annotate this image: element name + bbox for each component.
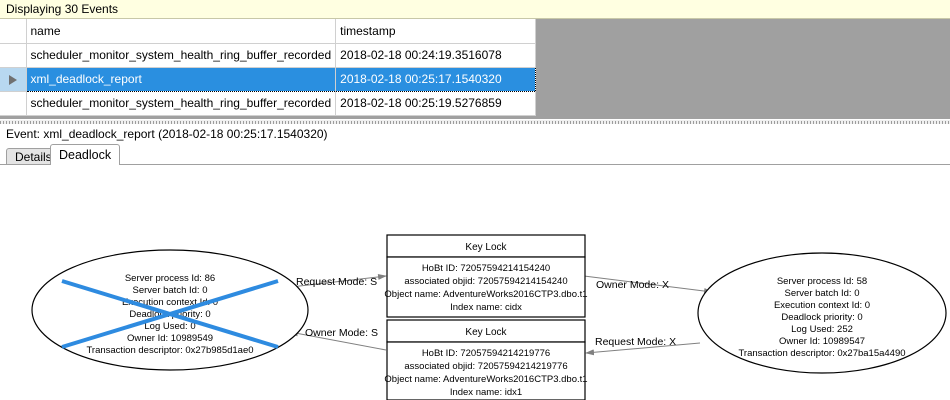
column-header-selector [0,19,27,44]
key-lock-bottom-body-box[interactable] [386,341,586,400]
surviving-line-4: Log Used: 252 [791,324,853,335]
row-selector-cell[interactable] [0,67,27,92]
cell-timestamp[interactable]: 2018-02-18 00:25:19.5276859 [335,91,537,116]
detail-tabstrip: Details Deadlock [0,143,950,165]
table-row[interactable]: xml_deadlock_report 2018-02-18 00:25:17.… [0,66,537,92]
key-lock-bottom-header: Key Lock [465,327,507,338]
splitter-grip-icon [0,121,950,124]
key-lock-bottom-line-3: Index name: idx1 [450,387,522,398]
surviving-line-5: Owner Id: 10989547 [779,336,865,347]
table-row[interactable]: scheduler_monitor_system_health_ring_buf… [0,43,537,68]
surviving-line-6: Transaction descriptor: 0x27ba15a4490 [738,348,905,359]
victim-line-0: Server process Id: 86 [125,273,215,284]
grid-header-row: name timestamp [0,19,537,44]
status-bar: Displaying 30 Events [0,0,950,19]
edge-right-owner: Owner Mode: X [583,275,713,294]
key-lock-top-line-0: HoBt ID: 72057594214154240 [422,263,550,274]
deadlock-graph-canvas[interactable]: Request Mode: S Owner Mode: X Owner Mode… [0,164,950,400]
victim-cross-icon [61,279,279,349]
column-header-name[interactable]: name [26,19,337,44]
victim-line-6: Transaction descriptor: 0x27b985d1ae0 [86,345,253,356]
key-lock-top-header: Key Lock [465,242,507,253]
edge-left-owner-label: Owner Mode: S [305,327,378,339]
key-lock-top-body-box[interactable] [386,256,586,318]
edge-left-request-label: Request Mode: S [296,276,377,288]
status-bar-text: Displaying 30 Events [6,2,119,16]
key-lock-top-line-2: Object name: AdventureWorks2016CTP3.dbo.… [384,289,587,300]
key-lock-bottom-line-1: associated objid: 72057594214219776 [404,361,567,372]
victim-line-5: Owner Id: 10989549 [127,333,213,344]
tab-deadlock-label: Deadlock [59,148,112,162]
edge-right-request-label: Request Mode: X [595,336,676,348]
victim-process-ellipse[interactable] [31,249,309,371]
key-lock-bottom-line-2: Object name: AdventureWorks2016CTP3.dbo.… [384,374,587,385]
cell-name[interactable]: xml_deadlock_report [25,66,337,92]
deadlock-victim-process-node[interactable]: Server process Id: 86 Server batch Id: 0… [31,249,309,371]
surviving-line-0: Server process Id: 58 [777,276,867,287]
tab-details[interactable]: Details [6,148,61,165]
surviving-line-2: Execution context Id: 0 [774,300,870,311]
events-grid-container[interactable]: name timestamp scheduler_monitor_system_… [0,19,950,119]
key-lock-top-node[interactable]: Key Lock HoBt ID: 72057594214154240 asso… [384,234,588,318]
column-header-timestamp[interactable]: timestamp [335,19,537,44]
events-grid[interactable]: name timestamp scheduler_monitor_system_… [0,19,537,116]
key-lock-bottom-line-0: HoBt ID: 72057594214219776 [422,348,550,359]
cell-name[interactable]: scheduler_monitor_system_health_ring_buf… [26,43,337,68]
horizontal-splitter[interactable] [0,119,950,124]
row-selector-cell[interactable] [0,43,27,68]
cell-name[interactable]: scheduler_monitor_system_health_ring_buf… [26,91,337,116]
key-lock-top-line-1: associated objid: 72057594214154240 [404,276,567,287]
victim-line-1: Server batch Id: 0 [133,285,208,296]
event-detail-header: Event: xml_deadlock_report (2018-02-18 0… [0,124,950,143]
surviving-process-ellipse[interactable] [697,252,947,374]
edge-right-request: Request Mode: X [585,336,701,356]
event-detail-header-text: Event: xml_deadlock_report (2018-02-18 0… [6,126,328,141]
edge-right-owner-label: Owner Mode: X [596,279,669,291]
tab-details-label: Details [15,150,52,164]
current-row-arrow-icon [8,74,17,85]
surviving-line-3: Deadlock priority: 0 [781,312,862,323]
row-selector-cell[interactable] [0,91,27,116]
victim-line-2: Execution context Id: 0 [122,297,218,308]
surviving-line-1: Server batch Id: 0 [785,288,860,299]
table-row[interactable]: scheduler_monitor_system_health_ring_buf… [0,91,537,116]
edge-left-owner: Owner Mode: S [289,327,387,351]
key-lock-bottom-node[interactable]: Key Lock HoBt ID: 72057594214219776 asso… [384,319,588,400]
surviving-process-node[interactable]: Server process Id: 58 Server batch Id: 0… [697,252,947,374]
cell-timestamp[interactable]: 2018-02-18 00:24:19.3516078 [335,43,537,68]
victim-line-4: Log Used: 0 [144,321,195,332]
cell-timestamp[interactable]: 2018-02-18 00:25:17.1540320 [335,66,537,92]
tab-deadlock[interactable]: Deadlock [50,144,121,165]
key-lock-top-line-3: Index name: cidx [450,302,522,313]
